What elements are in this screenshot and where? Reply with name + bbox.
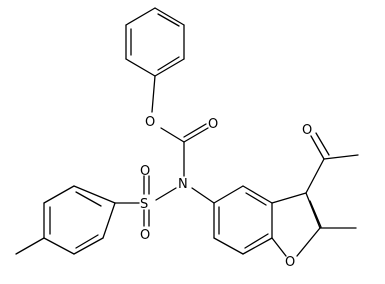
furan-oxygen-label: O xyxy=(285,255,295,270)
benzofuran-benzene-ring xyxy=(213,185,273,255)
carbonyl-oxygen-label: O xyxy=(208,117,218,132)
sulfur-label: S xyxy=(140,197,148,212)
acetyl-group xyxy=(305,132,359,194)
n-aryl-bond xyxy=(191,187,215,204)
phenyl-ring-top xyxy=(125,7,185,77)
sulfonyl-oxygen-lower-label: O xyxy=(140,228,150,243)
sulfonyl-bonds xyxy=(114,175,177,227)
phenoxy-oxygen-label: O xyxy=(145,115,155,130)
nitrogen-label: N xyxy=(178,177,188,192)
tolyl-ring xyxy=(15,185,116,255)
acetyl-oxygen-label: O xyxy=(302,123,312,138)
carbamate-bonds xyxy=(151,75,209,177)
sulfonyl-oxygen-upper-label: O xyxy=(140,164,150,179)
furan-ring xyxy=(271,192,322,257)
